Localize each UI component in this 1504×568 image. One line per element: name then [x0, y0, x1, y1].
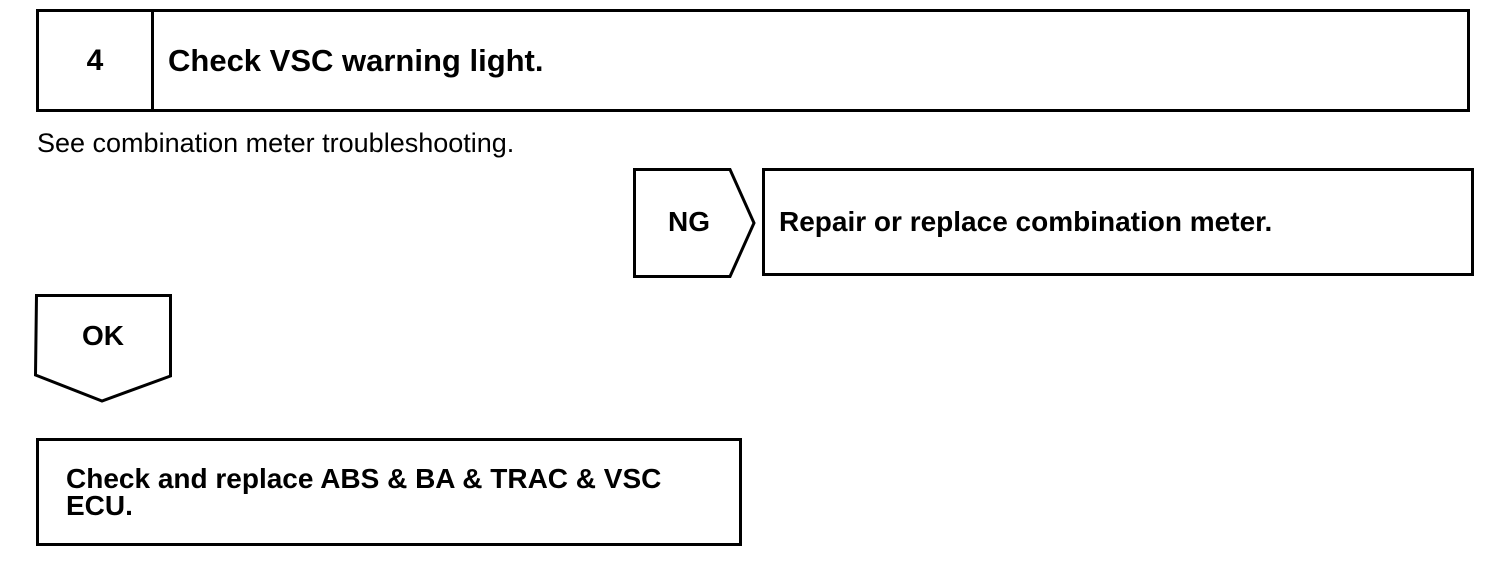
step-title: Check VSC warning light.: [168, 42, 544, 78]
ok-result-box: Check and replace ABS & BA & TRAC & VSC …: [36, 438, 742, 546]
ng-arrow-shape: [633, 168, 756, 278]
ng-result-box: Repair or replace combination meter.: [762, 168, 1474, 276]
step-number: 4: [39, 12, 154, 109]
ng-label: NG: [668, 206, 710, 237]
ok-arrow-shape: [34, 294, 172, 403]
instruction-text: See combination meter troubleshooting.: [37, 128, 515, 158]
ok-label: OK: [82, 320, 124, 351]
step-header: 4 Check VSC warning light.: [36, 9, 1470, 112]
